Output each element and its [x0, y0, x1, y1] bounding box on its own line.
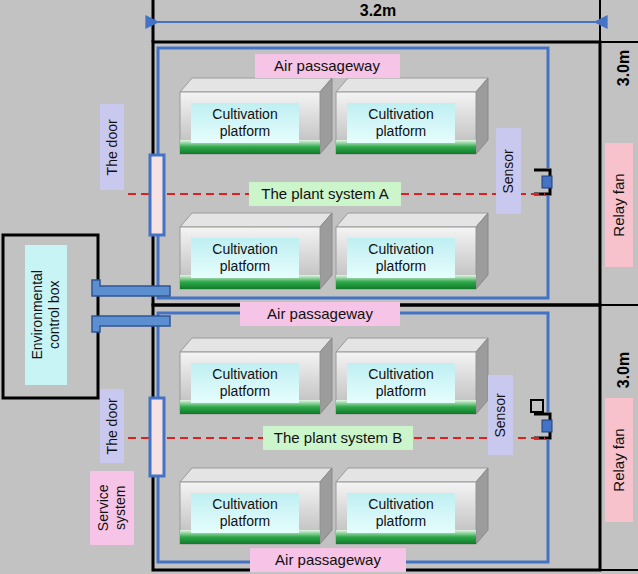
platform-shape: [180, 78, 332, 154]
platform-label: Cultivation platform: [191, 103, 299, 143]
platform-label: Cultivation platform: [347, 493, 455, 533]
system-label: The plant system A: [249, 182, 401, 206]
node-text: Service system: [95, 480, 129, 536]
node-text: The door: [104, 398, 121, 454]
node-text: Relay fan: [610, 428, 628, 491]
control-frame: [3, 235, 98, 398]
node-text: Environmental control box: [29, 265, 63, 365]
dimension-text: 3.2m: [360, 3, 396, 19]
extension-line: [600, 304, 638, 306]
platform-shape: [336, 468, 488, 544]
node-text: Cultivation platform: [353, 241, 449, 275]
service-box: Service system: [90, 471, 134, 545]
air-pipe: [92, 316, 170, 332]
node-text: Sensor: [500, 149, 517, 193]
node-text: The plant system A: [261, 185, 389, 203]
node-text: Cultivation platform: [197, 241, 293, 275]
platform-label: Cultivation platform: [191, 493, 299, 533]
platform-label: Cultivation platform: [191, 238, 299, 278]
passage-label: Air passageway: [240, 302, 400, 326]
platform-shape: [336, 338, 488, 414]
dimension-line: [158, 21, 595, 23]
passage-label: Air passageway: [255, 54, 400, 78]
dimension-text: 3.0m: [616, 50, 632, 86]
sensor-label: Sensor: [496, 128, 521, 214]
extension-line: [599, 0, 601, 42]
platform-label: Cultivation platform: [347, 103, 455, 143]
extension-line: [600, 569, 638, 571]
node-text: The plant system B: [274, 429, 402, 447]
system-label: The plant system B: [263, 426, 413, 450]
node-text: Cultivation platform: [353, 496, 449, 530]
node-text: Cultivation platform: [353, 106, 449, 140]
door-label: The door: [100, 389, 125, 463]
platform-label: Cultivation platform: [347, 238, 455, 278]
node-text: Cultivation platform: [197, 496, 293, 530]
node-text: Cultivation platform: [197, 106, 293, 140]
door-panel: [150, 398, 164, 476]
platform-shape: [180, 468, 332, 544]
door-label: The door: [100, 104, 125, 190]
platform-label: Cultivation platform: [347, 363, 455, 403]
platform-shape: [336, 78, 488, 154]
node-text: The door: [104, 119, 121, 175]
fan-unit: [542, 420, 552, 432]
node-text: Relay fan: [610, 173, 628, 236]
platform-shape: [336, 213, 488, 289]
extension-line: [152, 0, 155, 42]
air-duct: [158, 48, 548, 298]
dimension-text: 3.0m: [616, 352, 632, 388]
node-text: Sensor: [492, 393, 509, 437]
extension-line: [600, 41, 638, 43]
node-text: Air passageway: [274, 57, 380, 75]
control-box: Environmental control box: [25, 245, 67, 385]
fan-label: Relay fan: [605, 143, 633, 267]
node-text: Air passageway: [275, 551, 381, 569]
passage-label: Air passageway: [250, 548, 406, 572]
node-text: Cultivation platform: [197, 366, 293, 400]
room-wall: [153, 42, 600, 305]
sensor-box: [531, 400, 543, 412]
node-text: Cultivation platform: [353, 366, 449, 400]
door-panel: [150, 155, 164, 235]
platform-shape: [180, 338, 332, 414]
platform-label: Cultivation platform: [191, 363, 299, 403]
fan-label: Relay fan: [605, 398, 633, 522]
air-pipe: [92, 280, 170, 296]
fan-unit: [542, 176, 552, 188]
platform-shape: [180, 213, 332, 289]
node-text: Air passageway: [267, 305, 373, 323]
sensor-label: Sensor: [488, 375, 513, 455]
air-duct: [158, 313, 548, 562]
